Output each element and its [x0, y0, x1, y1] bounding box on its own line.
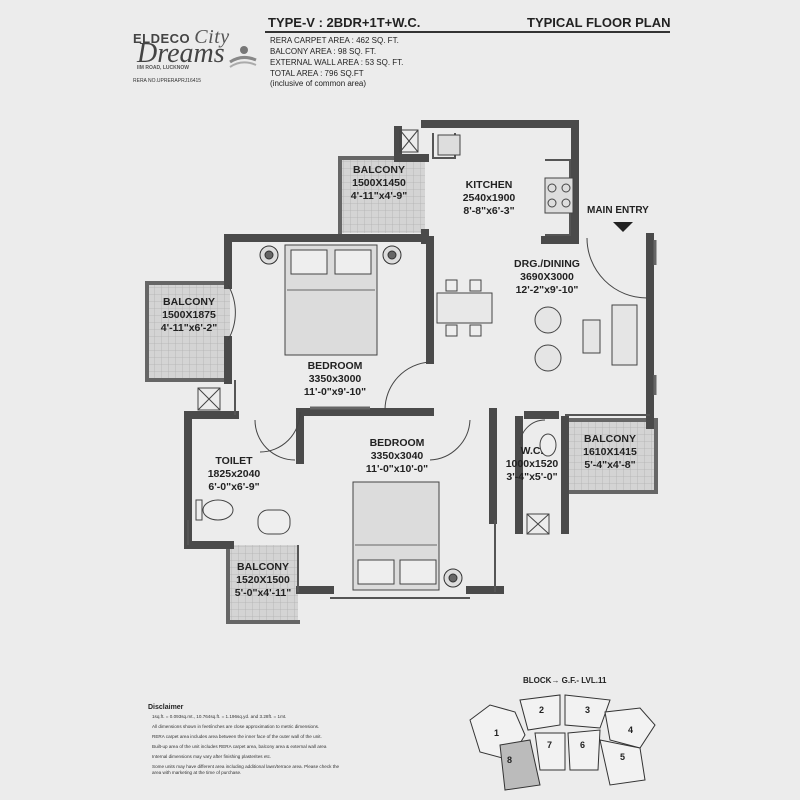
brand-city: City	[194, 26, 230, 48]
tower-label-6: 6	[580, 740, 586, 750]
room-size-mm: 1000x1520	[505, 458, 559, 470]
block-title: BLOCK→ G.F.- LVL.11	[523, 676, 607, 685]
tower-label-1: 1	[494, 728, 500, 738]
room-size-mm: 1500X1450	[352, 177, 406, 189]
bedside-lamp-2	[443, 568, 463, 588]
unit-type-title: TYPE-V : 2BDR+1T+W.C.	[268, 15, 421, 30]
kitchen-sink-icon	[437, 134, 461, 156]
disclaimer-item: All dimensions shown in feet/inches are …	[152, 724, 320, 729]
room-size-mm: 1610X1415	[583, 446, 637, 458]
room-label-balcony-top: BALCONY 1500X1450 4'-11"x4'-9"	[351, 164, 407, 203]
toilet-fixtures-icon	[195, 433, 557, 535]
disclaimer-item: area with marketing at the time of purch…	[152, 770, 242, 775]
room-label-balcony-left: BALCONY 1500X1875 4'-11"x6'-2"	[161, 296, 217, 335]
rera-number: RERA NO.UPRERAPRJ16415	[133, 78, 202, 84]
balcony-bottom-floor	[230, 545, 298, 620]
room-name: BALCONY	[353, 164, 405, 176]
main-entry-arrow-icon	[613, 222, 633, 232]
room-label-balcony-right: BALCONY 1610X1415 5'-4"x4'-8"	[583, 433, 637, 472]
room-name: BALCONY	[584, 433, 636, 445]
brand-eldeco: ELDECO	[133, 31, 191, 46]
hob-icon	[544, 177, 574, 214]
service-shafts	[197, 129, 550, 535]
room-size-mm: 3350x3000	[308, 373, 362, 385]
room-size-ft: 11'-0"x10'-0"	[365, 463, 429, 475]
room-name: W.C.	[520, 445, 544, 457]
tower-label-8: 8	[507, 755, 513, 765]
room-label-balcony-bottom: BALCONY 1520X1500 5'-0"x4'-11"	[235, 561, 291, 600]
room-size-ft: 6'-0"x6'-9"	[208, 481, 260, 493]
sofa-set-icon	[534, 304, 638, 372]
room-label-toilet: TOILET 1825x2040 6'-0"x6'-9"	[208, 455, 261, 494]
room-name: DRG./DINING	[514, 258, 580, 270]
room-label-bedroom-2: BEDROOM 3350x3040 11'-0"x10'-0"	[366, 437, 428, 476]
brand-swoosh-logo	[229, 46, 257, 68]
room-size-ft: 5'-4"x4'-8"	[584, 459, 636, 471]
room-name: KITCHEN	[465, 179, 513, 191]
area-external-wall: EXTERNAL WALL AREA : 53 SQ. FT.	[270, 58, 404, 67]
room-size-ft: 11'-0"x9'-10"	[303, 386, 367, 398]
disclaimer-item: Some units may have different area inclu…	[152, 764, 340, 769]
brand-road: IIM ROAD, LUCKNOW	[137, 65, 189, 71]
balcony-left-floor	[147, 283, 230, 380]
bed-2-icon	[352, 481, 440, 591]
room-size-mm: 2540x1900	[462, 192, 516, 204]
balcony-right-floor	[568, 420, 654, 492]
tower-label-2: 2	[539, 705, 545, 715]
area-balcony: BALCONY AREA : 98 SQ. FT.	[270, 47, 377, 56]
room-label-drawing-dining: DRG./DINING 3690X3000 12'-2"x9'-10"	[514, 258, 580, 297]
brand-logo-top: ELDECO City	[133, 26, 230, 49]
room-size-ft: 5'-0"x4'-11"	[234, 587, 292, 599]
room-size-ft: 8'-8"x6'-3"	[463, 205, 515, 217]
room-label-wc: W.C. 1000x1520 3'-4"x5'-0"	[506, 445, 559, 484]
room-size-mm: 1520X1500	[236, 574, 290, 586]
room-size-ft: 4'-11"x4'-9"	[350, 190, 408, 202]
tower-label-4: 4	[628, 725, 634, 735]
room-size-mm: 3690X3000	[520, 271, 574, 283]
block-key-plan	[469, 694, 656, 791]
bed-1-icon	[284, 244, 378, 356]
dining-table-icon	[436, 279, 493, 337]
room-size-ft: 3'-4"x5'-0"	[506, 471, 558, 483]
balcony-top-floor	[340, 158, 425, 233]
room-label-bedroom-1: BEDROOM 3350x3000 11'-0"x9'-10"	[304, 360, 366, 399]
tower-label-3: 3	[585, 705, 591, 715]
room-name: TOILET	[215, 455, 253, 467]
disclaimer-title: Disclaimer	[148, 704, 184, 711]
room-size-mm: 3350x3040	[370, 450, 424, 462]
disclaimer-item: 1sq.ft. = 0.093sq.mt., 10.764sq.ft. = 1.…	[152, 714, 287, 719]
disclaimer-item: RERA carpet area includes area between t…	[152, 734, 322, 739]
room-name: BALCONY	[237, 561, 289, 573]
room-size-ft: 4'-11"x6'-2"	[160, 322, 218, 334]
bedside-lamps-1	[259, 245, 402, 265]
room-label-kitchen: KITCHEN 2540x1900 8'-8"x6'-3"	[463, 179, 516, 218]
main-entry-label: MAIN ENTRY	[587, 205, 649, 216]
plan-title: TYPICAL FLOOR PLAN	[527, 15, 671, 30]
disclaimer-item: Built-up area of the unit includes RERA …	[152, 744, 327, 749]
room-size-mm: 1825x2040	[207, 468, 261, 480]
disclaimer-item: Internal dimensions may vary after finis…	[152, 754, 272, 759]
room-name: BEDROOM	[307, 360, 363, 372]
header-rule	[265, 31, 670, 33]
area-total: TOTAL AREA : 796 SQ.FT	[270, 69, 364, 78]
area-carpet: RERA CARPET AREA : 462 SQ. FT.	[270, 36, 399, 45]
area-note: (inclusive of common area)	[270, 79, 367, 88]
room-name: BEDROOM	[369, 437, 425, 449]
room-name: BALCONY	[163, 296, 215, 308]
tower-label-7: 7	[547, 740, 553, 750]
tower-label-5: 5	[620, 752, 626, 762]
room-size-ft: 12'-2"x9'-10"	[515, 284, 579, 296]
room-size-mm: 1500X1875	[162, 309, 216, 321]
brand-dreams: Dreams	[137, 38, 225, 69]
